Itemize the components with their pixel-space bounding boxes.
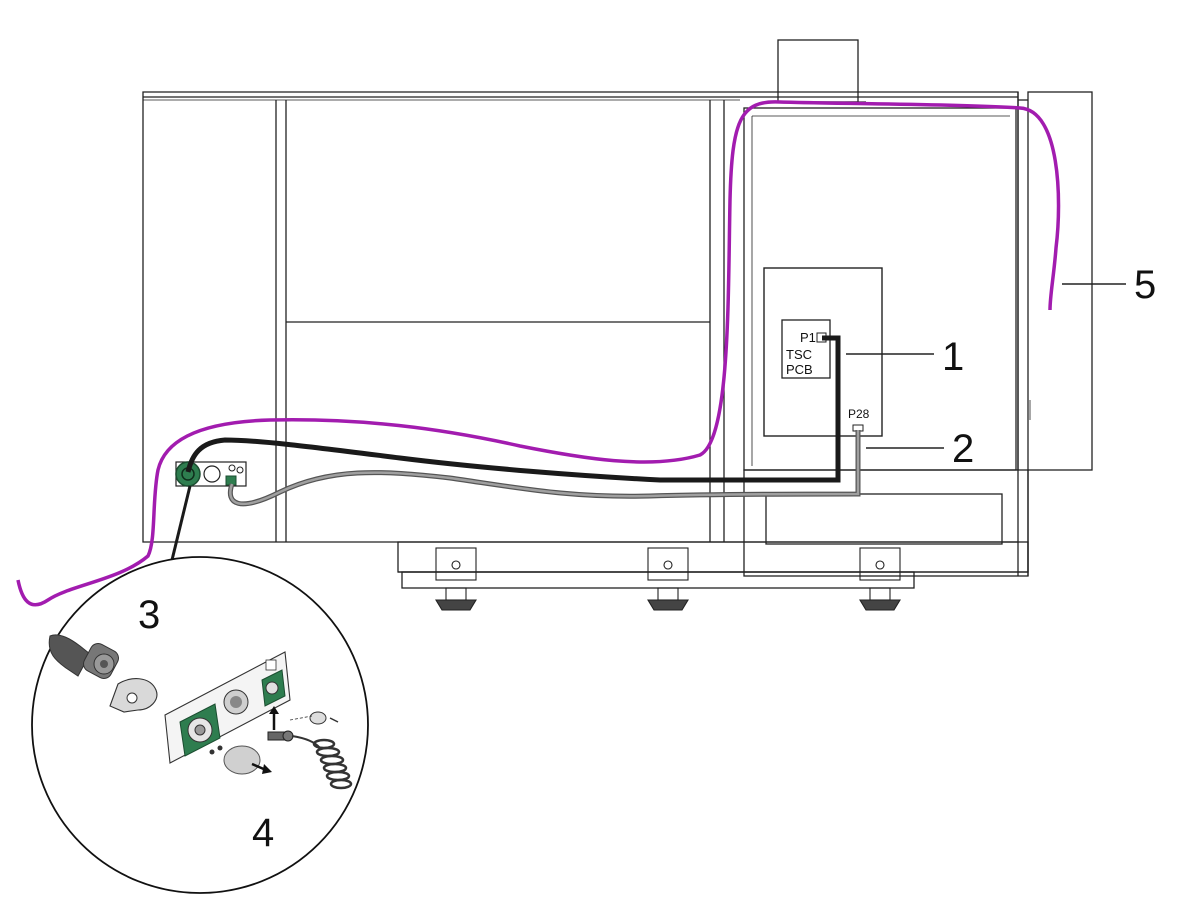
right-compartment <box>743 107 1017 471</box>
pcb-enclosure <box>763 267 883 437</box>
magenta-cable <box>16 100 1061 607</box>
cover-plate-icon <box>223 745 261 775</box>
base-plinth <box>397 541 1029 573</box>
power-connector-icon <box>175 461 201 487</box>
coiled-cable-icon <box>312 738 353 790</box>
leveling-foot-center <box>647 547 689 611</box>
gray-cable-inner <box>229 430 860 506</box>
callout-2: 2 <box>952 427 974 471</box>
black-cable-to-zoom <box>170 485 192 561</box>
p1-label: P1 <box>800 330 816 345</box>
pcb-label: PCB <box>786 362 813 377</box>
callout-1: 1 <box>942 335 964 379</box>
leveling-foot-left <box>435 547 477 611</box>
top-chimney <box>777 39 859 103</box>
lower-base <box>743 469 1029 577</box>
black-cable <box>185 335 841 483</box>
bulkhead-panel <box>175 461 247 487</box>
callout-3: 3 <box>138 593 160 637</box>
leveling-feet <box>435 547 901 611</box>
leveling-foot-right <box>859 547 901 611</box>
gray-cable <box>227 430 861 507</box>
zoom-detail <box>31 556 369 894</box>
callout-4: 4 <box>252 811 274 855</box>
instrument-chassis <box>142 39 1093 589</box>
side-panel <box>1027 91 1093 471</box>
comm-port-icon <box>225 475 237 486</box>
p28-label: P28 <box>848 407 870 421</box>
tsc-label: TSC <box>786 347 812 362</box>
tsc-pcb-board <box>781 319 831 379</box>
callout-5: 5 <box>1134 263 1156 307</box>
